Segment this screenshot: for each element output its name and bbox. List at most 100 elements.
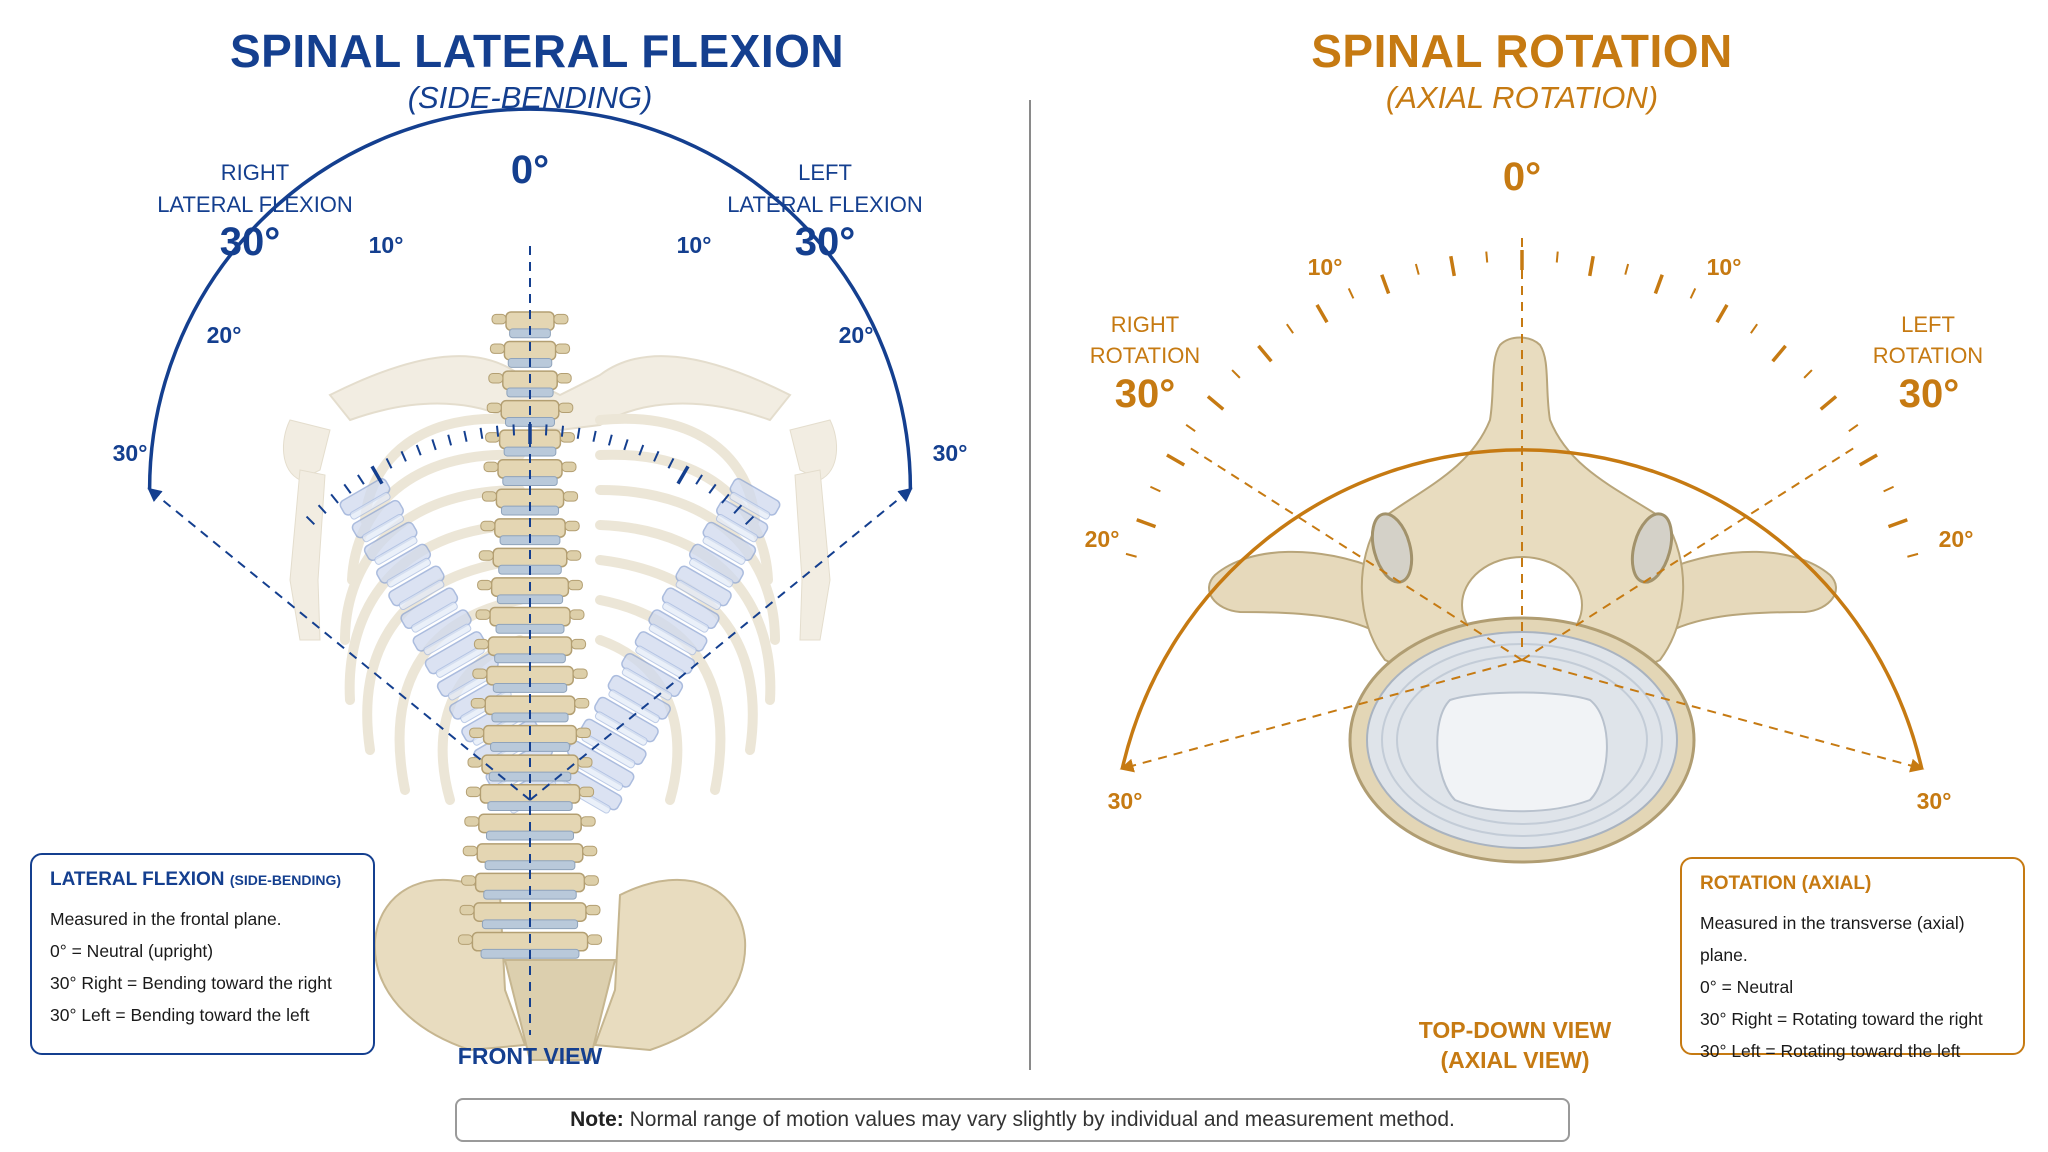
right-rotation-heading: RIGHT: [1110, 312, 1180, 337]
right-flexion-line: [147, 487, 531, 801]
lateral-flexion-tick: [431, 439, 437, 451]
transverse-process: [465, 786, 481, 798]
lateral-flexion-tick: [623, 439, 629, 451]
rotation-tick-label-left-10: 10°: [1706, 254, 1742, 280]
flexion-tick-label-left-30: 30°: [932, 440, 968, 466]
rotation-info-line: 0° = Neutral: [1700, 977, 1794, 997]
transverse-process: [489, 343, 505, 354]
lateral-flexion-ticks: [305, 424, 755, 526]
transverse-process: [462, 845, 478, 857]
rotation-tick-label-right-10: 10°: [1307, 254, 1343, 280]
lateral-flexion-tick: [576, 427, 581, 439]
ghost-disc: [361, 513, 405, 543]
transverse-process: [567, 579, 583, 591]
ghost-disc: [398, 579, 445, 611]
lateral-flexion-info-line: Measured in the frontal plane.: [50, 909, 282, 929]
rotation-info-line: 30° Right = Rotating toward the right: [1700, 1009, 1983, 1029]
rotation-tick: [1136, 518, 1157, 529]
lateral-flexion-tick: [512, 424, 516, 436]
transverse-process: [459, 904, 475, 916]
left-flexion-value: 30°: [794, 220, 856, 264]
lateral-flexion-tick: [385, 457, 393, 469]
lateral-flexion-title: SPINAL LATERAL FLEXION: [230, 25, 845, 77]
lateral-flexion-tick: [667, 457, 675, 469]
transverse-process: [480, 520, 496, 532]
transverse-process: [558, 402, 574, 414]
rotation-zero-label: 0°: [1502, 155, 1542, 199]
transverse-process: [582, 845, 598, 857]
lateral-flexion-tick: [400, 450, 407, 462]
transverse-process: [553, 313, 569, 325]
right-flexion-heading: RIGHT: [220, 160, 290, 185]
lateral-flexion-tick: [695, 474, 703, 485]
lateral-flexion-tick: [357, 474, 365, 485]
rotation-tick: [1555, 251, 1559, 263]
transverse-process: [587, 934, 603, 945]
lateral-flexion-info-line: 0° = Neutral (upright): [50, 941, 214, 961]
transverse-process: [577, 757, 593, 768]
lateral-flexion-tick: [317, 504, 327, 515]
lateral-flexion-tick: [733, 504, 743, 515]
rotation-tick: [1347, 287, 1355, 299]
lateral-flexion-info-title: LATERAL FLEXION (SIDE-BENDING): [50, 869, 355, 891]
transverse-process: [457, 934, 473, 945]
ghost-disc: [648, 623, 697, 656]
rotation-tick: [1848, 424, 1859, 432]
rotation-title: SPINAL ROTATION: [1311, 25, 1733, 77]
transverse-process: [485, 432, 501, 443]
rotation-tick: [1689, 287, 1697, 299]
left-rotation-value: 30°: [1898, 372, 1960, 416]
ghost-disc: [386, 557, 431, 588]
lateral-flexion-tick: [676, 465, 690, 485]
rotation-tick: [1449, 255, 1457, 277]
transverse-process: [585, 904, 601, 916]
rotation-tick-label-left-20: 20°: [1938, 526, 1974, 552]
front-view-label: FRONT VIEW: [457, 1043, 603, 1069]
transverse-process: [559, 432, 575, 443]
lateral-flexion-tick: [370, 465, 384, 485]
lateral-flexion-info-box: LATERAL FLEXION (SIDE-BENDING) Measured …: [30, 853, 375, 1055]
top-down-view-label: TOP-DOWN VIEW: [1418, 1017, 1612, 1043]
vertebra-axial-illustration: [1208, 336, 1837, 864]
transverse-process: [461, 875, 477, 886]
ribcage-illustration: [282, 355, 838, 805]
ghost-disc: [662, 601, 709, 633]
transverse-process: [566, 550, 582, 561]
transverse-process: [470, 698, 486, 709]
transverse-process: [561, 461, 577, 473]
ghost-disc: [349, 492, 391, 520]
lateral-flexion-tick: [560, 425, 565, 437]
rotation-tick: [1750, 323, 1758, 334]
lateral-flexion-tick: [495, 425, 500, 437]
rotation-tick-label-right-30: 30°: [1107, 788, 1143, 814]
transverse-process: [467, 757, 483, 768]
rotation-tick-label-left-30: 30°: [1916, 788, 1952, 814]
rotation-tick: [1149, 485, 1161, 493]
lateral-flexion-info-line: 30° Right = Bending toward the right: [50, 973, 332, 993]
flexion-tick-label-right-30: 30°: [112, 440, 148, 466]
flexion-tick-label-left-10: 10°: [676, 232, 712, 258]
lateral-flexion-tick: [544, 424, 548, 436]
transverse-process: [580, 816, 596, 827]
rotation-tick: [1231, 369, 1241, 379]
rotation-tick: [1819, 395, 1838, 411]
rotation-tick: [1883, 485, 1895, 493]
lateral-flexion-tick: [653, 450, 660, 462]
rotation-tick: [1485, 251, 1489, 263]
footnote-box: Note: Normal range of motion values may …: [455, 1098, 1570, 1142]
transverse-process: [571, 638, 587, 650]
right-rotation-subheading: ROTATION: [1089, 343, 1201, 368]
left-rotation-heading: LEFT: [1901, 312, 1955, 337]
transverse-process: [579, 786, 595, 798]
footnote-label: Note:: [570, 1108, 624, 1131]
lateral-flexion-tick: [744, 515, 755, 526]
rotation-info-title: ROTATION (AXIAL): [1700, 873, 1872, 894]
lateral-flexion-tick: [708, 483, 717, 494]
rotation-tick: [1907, 552, 1919, 558]
ghost-disc: [702, 535, 746, 565]
rotation-tick: [1587, 255, 1595, 277]
transverse-process: [575, 727, 591, 739]
lateral-flexion-info-title-main: LATERAL FLEXION: [50, 869, 225, 890]
flexion-tick-label-right-10: 10°: [368, 232, 404, 258]
